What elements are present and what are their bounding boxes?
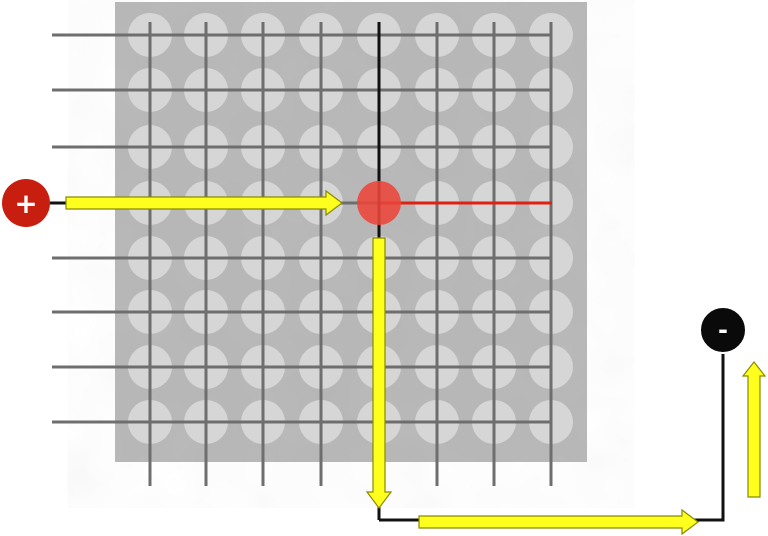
lit-led [357, 181, 401, 225]
flow-arrow-up [741, 361, 767, 498]
positive-terminal-circle [2, 179, 50, 227]
negative-terminal-label: - [718, 316, 728, 344]
positive-terminal-label: + [14, 187, 37, 220]
flow-arrow-right [65, 189, 343, 217]
flow-arrow-right-bottom [418, 508, 699, 536]
positive-terminal: + [2, 179, 50, 227]
negative-terminal: - [699, 306, 747, 354]
flow-arrow-down [365, 237, 393, 509]
matrix-panel [115, 2, 587, 462]
current-flow-arrows [65, 189, 767, 536]
negative-terminal-circle [699, 306, 747, 354]
